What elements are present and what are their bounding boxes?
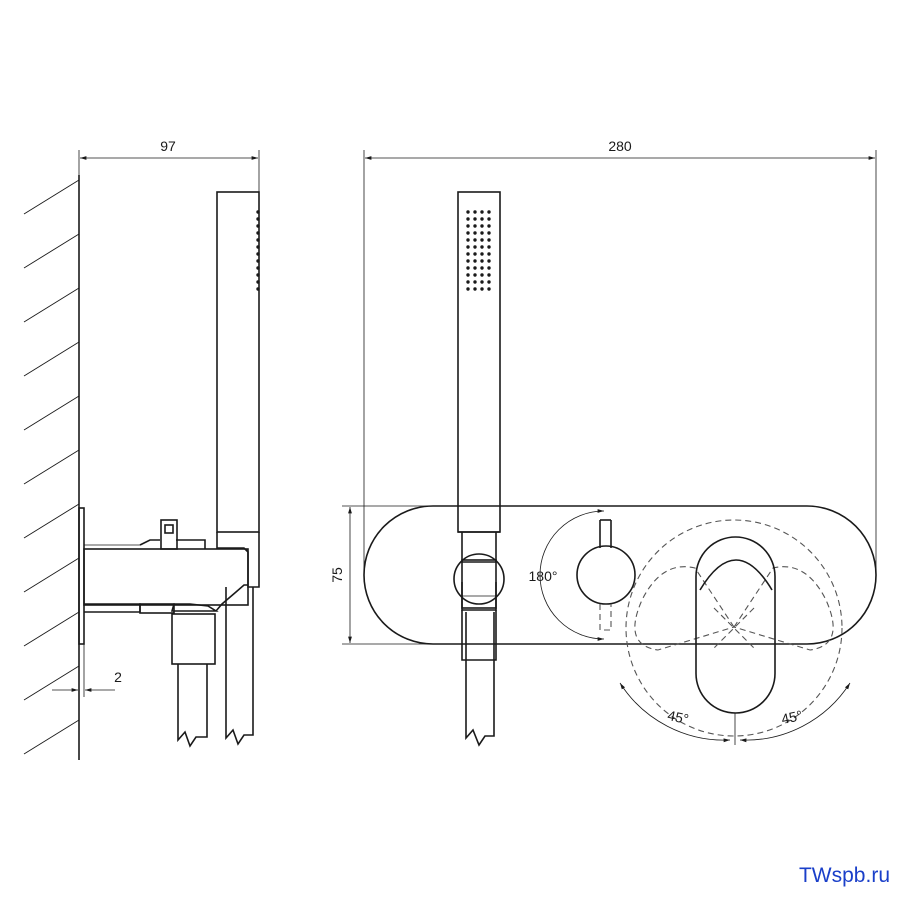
hand-shower-side: [216, 191, 260, 588]
handle-rotation-label: 180°: [529, 568, 558, 584]
valve-body-side: [83, 519, 249, 614]
front-width-label: 280: [608, 138, 632, 154]
lever-left-angle-label: 45°: [666, 707, 690, 727]
dimension-front-width: [363, 150, 877, 575]
rotation-arc-180: [539, 509, 605, 641]
side-depth-label: 97: [160, 138, 176, 154]
lever-right-angle-label: 45°: [780, 707, 804, 727]
hose-side: [177, 664, 208, 748]
cover-plate: [363, 505, 877, 645]
dimension-plate-gap: [52, 644, 115, 697]
hand-shower-front: [457, 191, 501, 563]
mixer-lever: [625, 519, 843, 737]
dimension-front-height: [342, 505, 434, 645]
diverter-knob: [576, 519, 636, 631]
dimension-side-depth: [78, 150, 260, 192]
wall-hatching: [23, 175, 80, 760]
shower-hose-side: [225, 587, 254, 746]
front-height-label: 75: [329, 567, 345, 583]
plate-gap-label: 2: [114, 669, 122, 685]
side-view: 97 2: [23, 138, 260, 760]
angle-arc-right: [739, 682, 851, 743]
front-view: 280 75: [329, 138, 877, 747]
angle-arc-left: [619, 682, 731, 743]
watermark-text: TWspb.ru: [798, 864, 890, 887]
outlet-connector-side: [171, 613, 216, 665]
hose-front: [465, 612, 495, 747]
shower-holder-front: [453, 553, 505, 661]
